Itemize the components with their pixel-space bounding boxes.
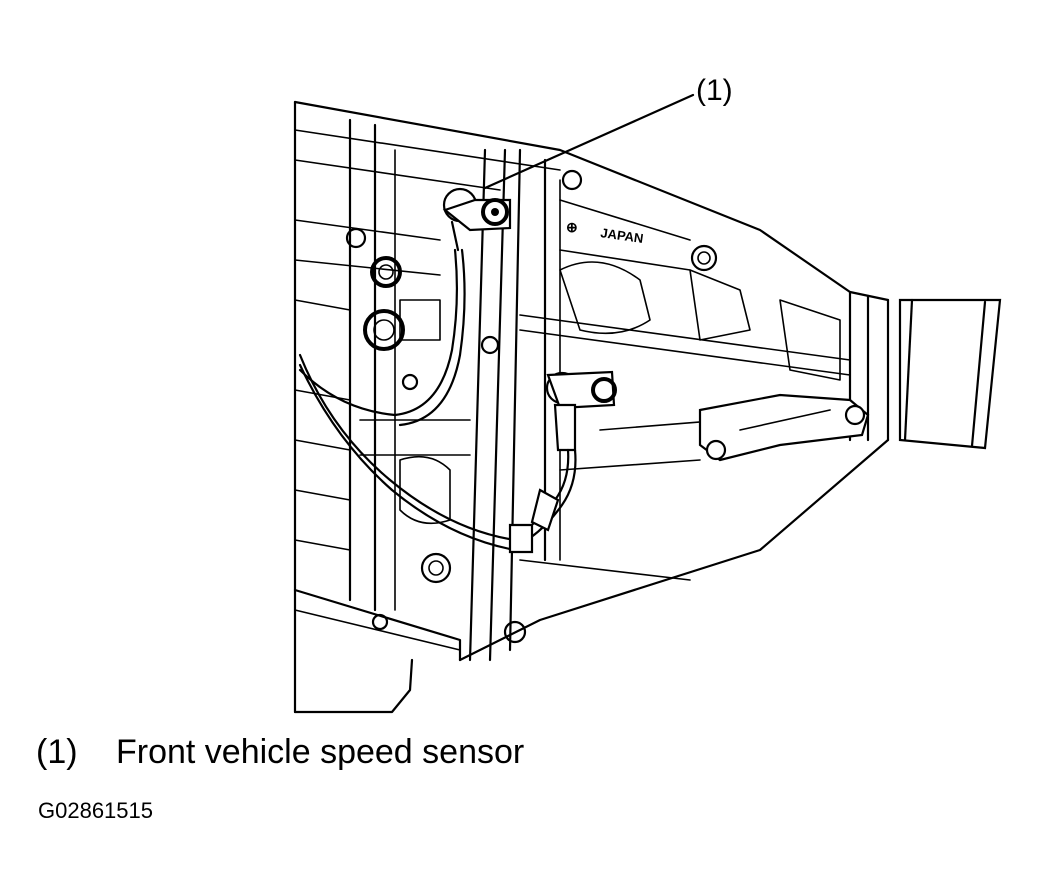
sensor-wiring	[298, 248, 577, 554]
tail-housing	[698, 290, 1002, 462]
rear-speed-sensor	[545, 370, 617, 452]
callout-leader-line	[483, 93, 695, 190]
figure-id: G02861515	[38, 798, 153, 823]
housing-marking: ⊕ JAPAN	[566, 219, 644, 246]
housing-marking-text: JAPAN	[600, 225, 645, 246]
housing-logo: ⊕	[566, 219, 578, 235]
legend-item: (1) Front vehicle speed sensor	[36, 733, 524, 772]
housing-bolts	[345, 169, 718, 644]
front-speed-sensor	[442, 187, 512, 252]
callout-label: (1)	[696, 74, 733, 107]
legend-text: Front vehicle speed sensor	[116, 733, 525, 771]
transmission-housing	[293, 100, 890, 714]
legend-number: (1)	[36, 733, 78, 771]
